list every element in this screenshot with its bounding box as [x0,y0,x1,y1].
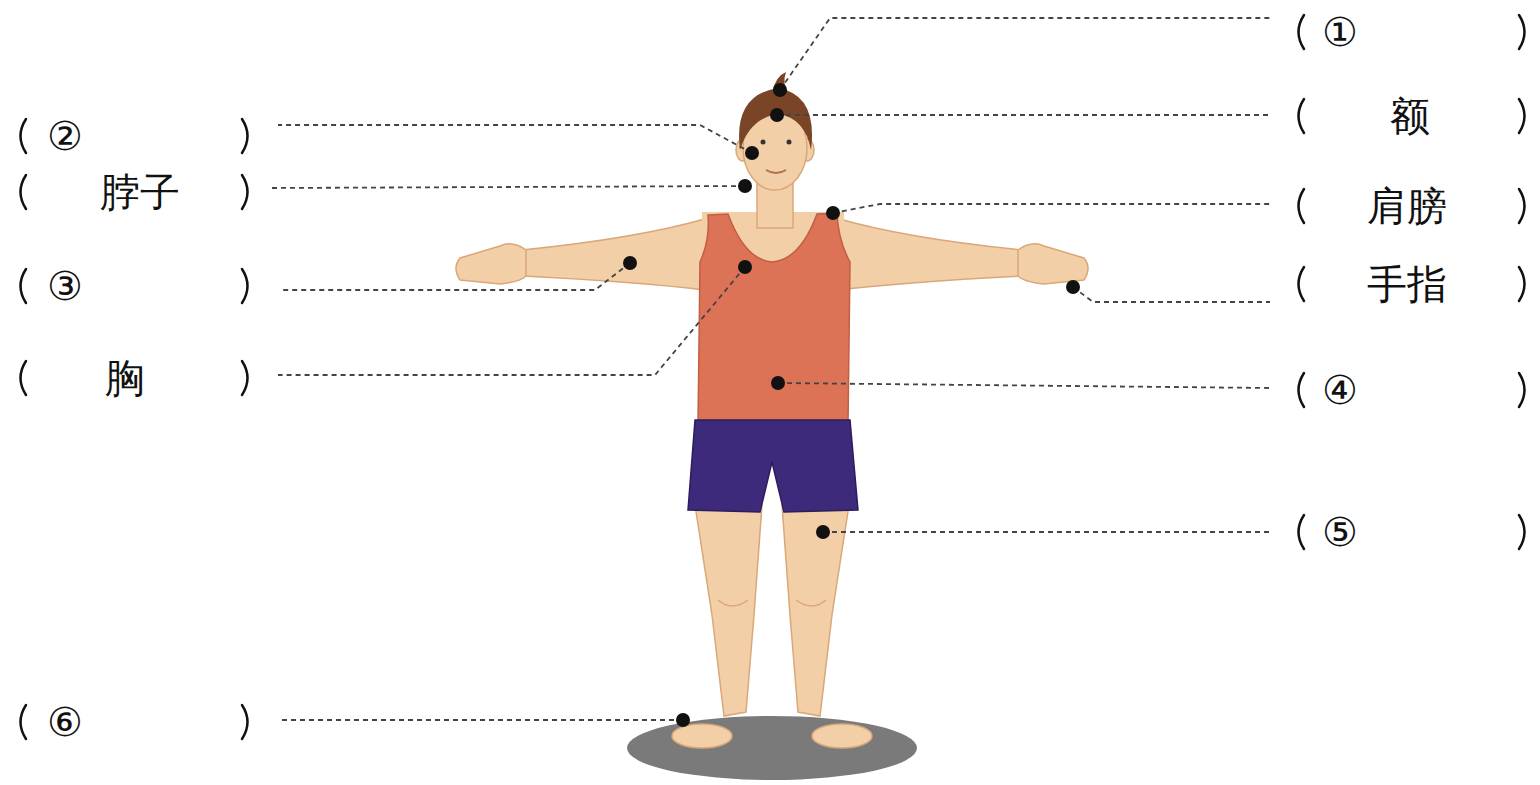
part-label: 手指 [1367,264,1447,304]
pointer-dot [676,713,690,727]
leader-line [278,267,745,375]
leader-line [272,186,745,188]
pointer-dot [826,206,840,220]
callout-number: ⑤ [1322,512,1358,552]
part-label: 胸 [105,358,145,398]
left-foot [672,724,732,748]
eye [761,140,766,145]
open-bracket [1299,373,1305,407]
open-bracket [21,269,27,303]
close-bracket [242,119,248,153]
pointer-dot [816,525,830,539]
open-bracket [21,175,27,209]
open-bracket [21,119,27,153]
right-foot [812,724,872,748]
knee-line [796,600,826,606]
leader-line [778,383,1270,388]
leader-line [1073,287,1270,302]
close-bracket [242,175,248,209]
left-hand [456,244,526,284]
leader-line [833,204,1270,213]
brackets [21,15,1525,739]
part-label: 肩膀 [1367,186,1447,226]
floor-shadow [627,716,917,780]
leader-line [780,18,1270,90]
hair [739,88,812,150]
pointer-dot [738,260,752,274]
right-arm [836,218,1022,290]
callout-number: ④ [1322,370,1358,410]
open-bracket [1299,189,1305,223]
right-hand [1018,244,1088,284]
pointer-dot [771,376,785,390]
open-bracket [1299,267,1305,301]
leader-line [278,125,752,153]
leader-line [278,719,683,721]
close-bracket [1519,15,1525,49]
left-leg [695,505,762,716]
close-bracket [1519,373,1525,407]
close-bracket [1519,515,1525,549]
callout-number: ⑥ [47,702,83,742]
close-bracket [1519,99,1525,133]
open-bracket [1299,15,1305,49]
open-bracket [1299,515,1305,549]
close-bracket [1519,189,1525,223]
pointer-dot [745,146,759,160]
callout-number: ① [1322,12,1358,52]
tank-top [698,213,850,425]
knee-line [718,600,748,606]
mouth [766,170,786,173]
pointer-dot [773,83,787,97]
close-bracket [242,361,248,395]
pointer-dot [623,256,637,270]
open-bracket [1299,99,1305,133]
leader-line [777,114,1270,116]
eye [787,140,792,145]
leader-lines [272,18,1270,720]
close-bracket [242,705,248,739]
open-bracket [21,361,27,395]
part-label: 脖子 [100,172,180,212]
pointer-dot [770,108,784,122]
left-arm [522,218,708,290]
pointer-dot [738,179,752,193]
shorts [688,420,858,512]
pointer-dots [623,83,1080,727]
callout-number: ③ [47,266,83,306]
callout-number: ② [47,116,83,156]
leader-line [280,263,630,290]
open-bracket [21,705,27,739]
pointer-dot [1066,280,1080,294]
close-bracket [1519,267,1525,301]
leader-line [823,531,1270,533]
close-bracket [242,269,248,303]
part-label: 额 [1390,96,1430,136]
right-leg [782,505,849,716]
